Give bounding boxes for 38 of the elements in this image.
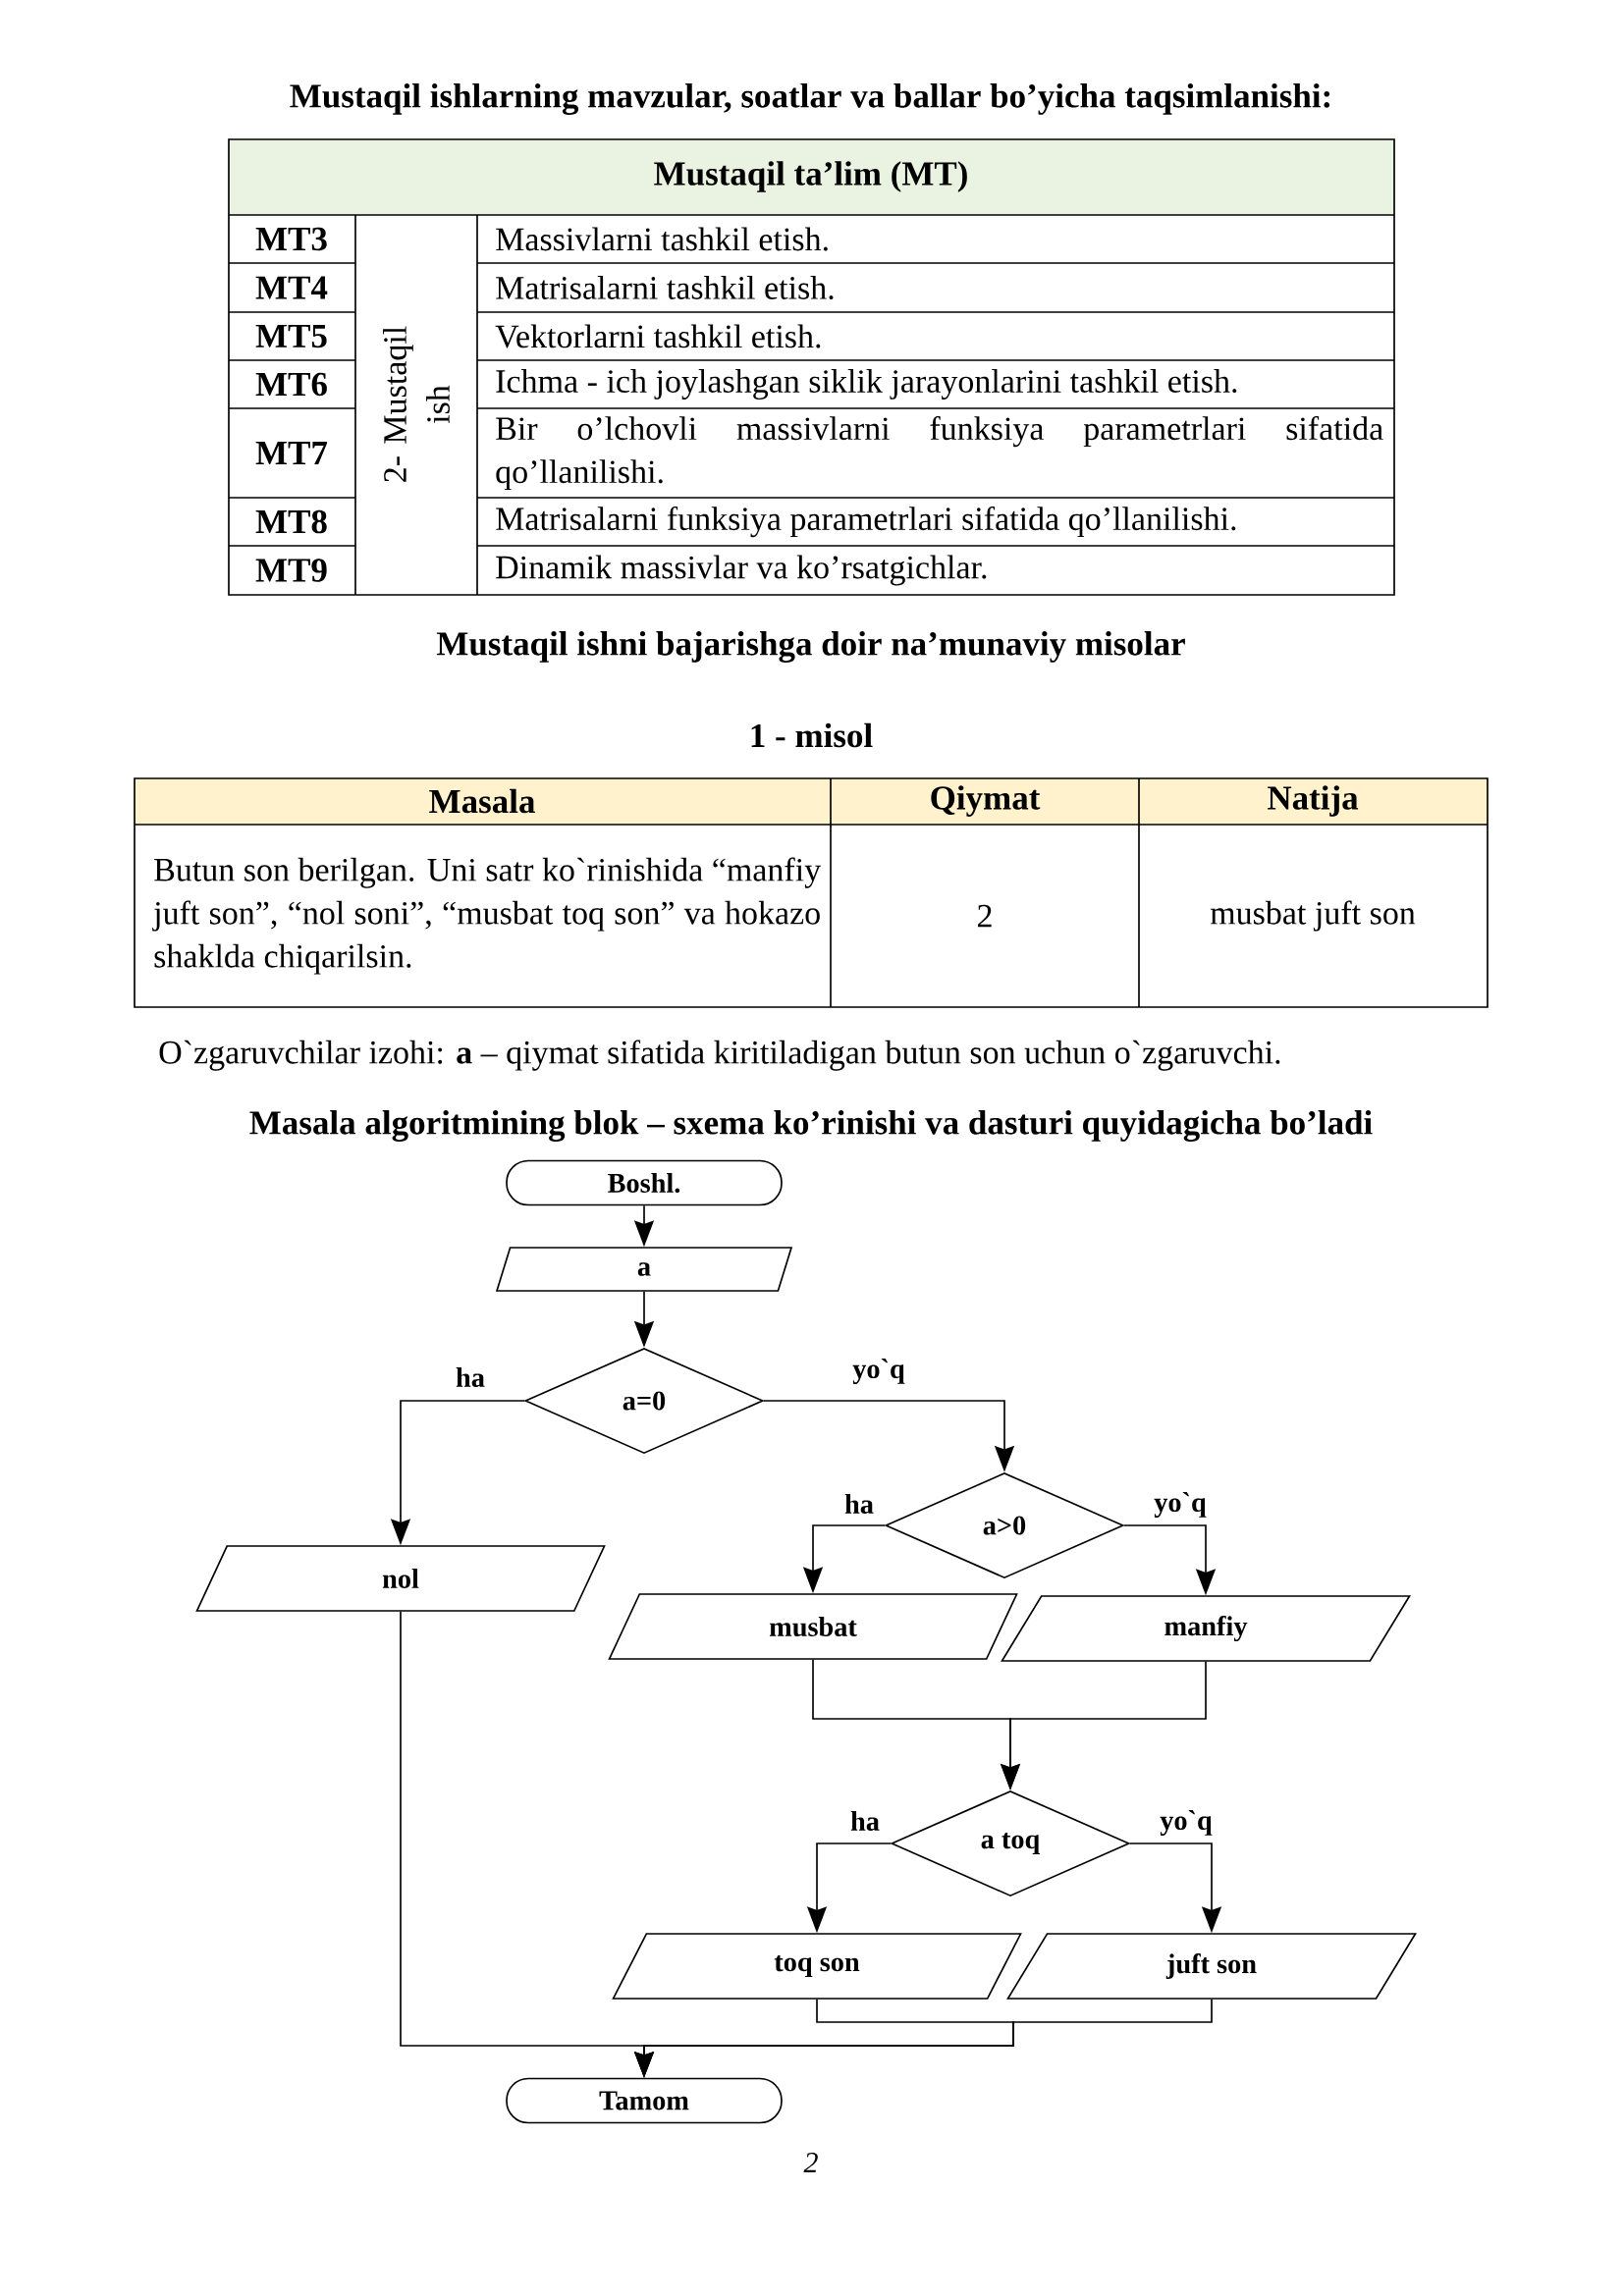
row-label: MT9 xyxy=(255,559,327,582)
parallelogram: juft son xyxy=(1006,1933,1417,2000)
heading: Mustaqil ishlarning mavzular, soatlar va ballar bo’yicha taqsimlanishi: xyxy=(290,83,1330,116)
table-text: Bir o’lchovli massivlarni funksiya parametrlari sifatida qo’llanilishi. xyxy=(496,415,1383,491)
parallelogram: manfiy xyxy=(1001,1595,1411,1662)
table-text: Dinamik massivlar va ko’rsatgichlar. xyxy=(496,555,987,586)
page-number: 2 xyxy=(803,2153,818,2172)
rotated-text: 2- Mustaqil ish xyxy=(383,326,450,482)
edge-label: yo`q xyxy=(1156,1806,1217,1840)
table-text: Butun son berilgan. Uni satr ko`rinishida “manfiy juft son”, “nol soni”, “musbat toq son” va hokazo shaklda chiqarilsin. xyxy=(152,857,821,975)
table-text: Matrisalarni tashkil etish. xyxy=(496,276,834,300)
heading: 1 - misol xyxy=(751,722,873,748)
table-header: Mustaqil ta’lim (MT) xyxy=(229,139,1394,215)
row-label: MT6 xyxy=(255,372,327,397)
edge-label: yo`q xyxy=(848,1355,909,1388)
edge-label: ha xyxy=(846,1807,884,1835)
heading: Mustaqil ishni bajarishga doir na’munaviy misolar xyxy=(436,631,1185,664)
row-label: MT3 xyxy=(255,227,327,251)
edge-label: ha xyxy=(452,1363,489,1391)
table-text: Massivlarni tashkil etish. xyxy=(496,227,828,251)
table-text: 2 xyxy=(978,904,992,928)
heading: Masala algoritmining blok – sxema ko’rinishi va dasturi quyidagicha bo’ladi xyxy=(249,1110,1373,1143)
parallelogram: nol xyxy=(195,1545,606,1612)
table-text: Ichma - ich joylashgan siklik jarayonlarini tashkil etish. xyxy=(496,369,1237,400)
table-header: Qiymat xyxy=(831,778,1139,825)
parallelogram: toq son xyxy=(612,1933,1022,2000)
row-label: MT8 xyxy=(255,509,327,534)
edge-label: yo`q xyxy=(1150,1488,1211,1522)
parallelogram: musbat xyxy=(608,1593,1018,1660)
row-label: MT5 xyxy=(255,324,327,348)
row-label: MT7 xyxy=(255,442,328,464)
note-text: O`zgaruvchilar izohi: a – qiymat sifatida kiritiladigan butun son uchun o`zgaruvchi. xyxy=(159,1040,1280,1071)
edge-label: ha xyxy=(840,1490,878,1518)
table-text: Matrisalarni funksiya parametrlari sifatida qo’llanilishi. xyxy=(496,506,1236,538)
row-label: MT4 xyxy=(255,276,328,299)
table-text: Vektorlarni tashkil etish. xyxy=(495,324,821,348)
table-text: musbat juft son xyxy=(1210,900,1416,932)
table-header: Natija xyxy=(1139,778,1488,825)
